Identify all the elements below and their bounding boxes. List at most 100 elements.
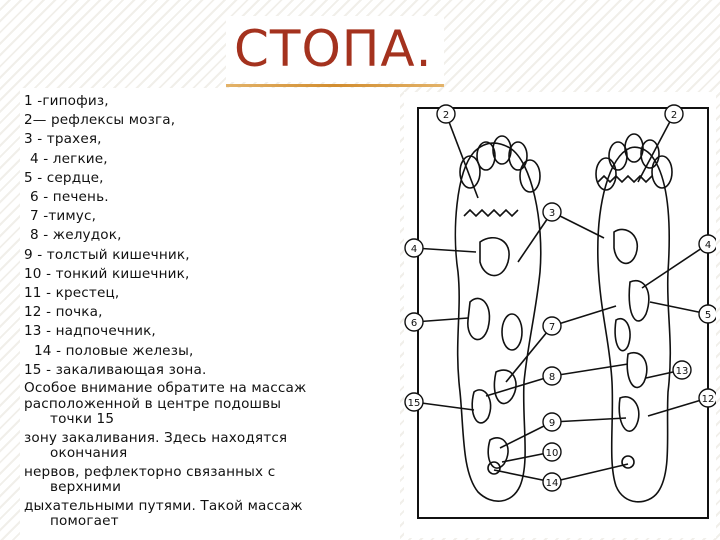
right-point [621,455,635,469]
text-panel: 1 -гипофиз, 2— рефлексы мозга, 3 - трахе… [20,88,400,540]
diagram-label: 13 [676,366,689,377]
label-circle [664,104,684,124]
paragraph-line-cont: окончания [50,445,128,462]
left-toe [459,155,481,189]
callout-line [551,363,629,377]
diagram-label: 2 [443,110,449,121]
left-toe [492,135,512,165]
right-lung-zone [613,228,639,265]
slide-title: СТОПА. [234,20,433,78]
label-circle [542,412,562,432]
label-circle [404,392,424,412]
right-organ [626,351,648,389]
left-organ [467,297,491,341]
paragraph-line: дыхательными путями. Такой массаж [24,498,303,515]
label-circle [542,316,562,336]
diagram-label: 5 [705,310,711,321]
diagram-label: 10 [546,448,559,459]
label-circle [436,104,456,124]
callout-line [551,463,629,483]
legend-item: 4 - легкие, [30,150,108,167]
diagram-label: 6 [411,318,417,329]
callout-line [517,211,553,263]
diagram-label: 7 [549,322,555,333]
paragraph-line: зону закаливания. Здесь находятся [24,430,288,447]
legend-item: 11 - крестец, [24,285,120,302]
left-toe [508,141,528,171]
label-circle [698,234,716,254]
callout-line [505,325,553,383]
right-zigzag [597,174,653,184]
diagram-label: 2 [671,110,677,121]
diagram-label: 9 [549,418,555,429]
callout-line [551,417,627,423]
left-lung-zone [479,237,510,277]
massage-paragraph: Особое внимание обратите на массаж распо… [24,380,398,529]
foot-diagram-svg: 2 2 3 4 4 6 5 7 8 15 13 12 9 10 14 [404,104,716,519]
right-toe [624,133,644,163]
legend-list: 1 -гипофиз, 2— рефлексы мозга, 3 - трахе… [24,92,398,532]
legend-item: 1 -гипофиз, [24,93,109,109]
legend-item: 5 - сердце, [24,169,104,186]
left-toe [476,141,496,171]
legend-item: 2— рефлексы мозга, [24,112,176,129]
title-box: СТОПА. [226,16,444,82]
label-circle [698,388,716,408]
callout-line [413,401,475,411]
label-circle [542,366,562,386]
diagram-label: 8 [549,372,555,383]
callout-line [445,113,479,199]
label-circle [542,202,562,222]
callout-line [413,247,477,253]
diagram-label: 4 [705,240,711,251]
left-foot-outline [454,142,542,502]
diagram-label: 15 [408,398,421,409]
paragraph-line: нервов, рефлекторно связанных с [24,464,276,481]
left-point-14 [487,461,501,475]
right-organ [628,279,650,322]
legend-item: 10 - тонкий кишечник, [24,265,190,282]
title-underline [226,84,444,87]
label-circle [672,360,692,380]
right-toe [595,157,617,191]
legend-item: 6 - печень. [30,189,109,206]
left-organ [493,369,517,405]
left-organ [501,313,523,351]
paragraph-line: расположенной в центре подошвы [24,396,282,413]
paragraph-line-cont: помогает [50,513,119,530]
paragraph-line-cont: верхними [50,479,122,496]
legend-item: 15 - закаливающая зона. [24,361,207,378]
legend-item: 14 - половые железы, [34,342,194,359]
left-organ [487,437,509,469]
legend-item: 8 - желудок, [30,227,122,244]
callout-line [641,243,709,289]
diagram-label: 4 [411,244,417,255]
legend-item: 7 -тимус, [30,208,97,225]
label-circle [698,304,716,324]
callout-line [485,375,553,397]
diagram-label: 14 [546,478,559,489]
right-organ [614,317,631,352]
callout-line [647,397,709,417]
callout-line [493,469,553,483]
legend-item: 12 - почка, [24,304,103,321]
right-toe [640,139,660,169]
right-organ [618,396,640,432]
legend-item: 9 - толстый кишечник, [24,246,190,263]
left-zigzag [463,208,519,218]
callout-line [637,113,675,183]
label-circle [404,312,424,332]
legend-item: 3 - трахея, [24,131,102,148]
diagram-label: 3 [549,208,555,219]
callout-line [649,301,709,315]
callout-line [551,305,617,327]
paragraph-line-cont: точки 15 [50,411,115,428]
label-circle [542,442,562,462]
diagram-frame [417,107,709,519]
right-foot-outline [597,146,672,503]
label-circle [404,238,424,258]
label-circle [542,472,562,492]
left-toe [519,159,541,193]
diagram-label: 12 [702,394,715,405]
right-toe [651,155,673,189]
